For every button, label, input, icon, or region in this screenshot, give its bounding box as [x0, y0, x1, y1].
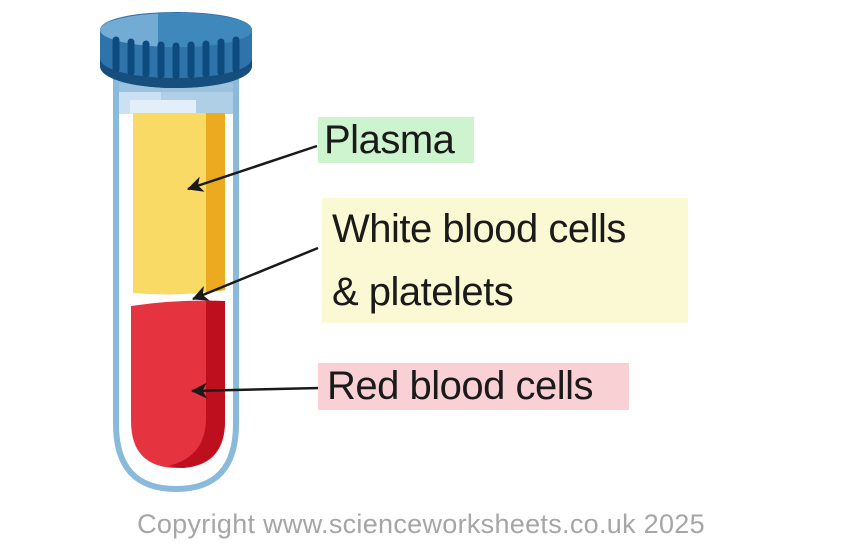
cap-top — [158, 13, 252, 47]
cap-rim-shadow — [100, 58, 252, 88]
red-cells-layer — [131, 300, 225, 468]
plasma-layer-shade — [206, 113, 225, 292]
cap-ridges — [112, 36, 240, 80]
label-plasma: Plasma — [318, 117, 474, 163]
label-white-blood-cells-platelets: White blood cells & platelets — [322, 198, 688, 323]
test-tube — [100, 12, 252, 492]
red-cells-layer-shade — [168, 301, 225, 468]
label-red-blood-cells: Red blood cells — [318, 363, 629, 410]
tube-contents — [131, 113, 225, 468]
pointer-arrows — [187, 144, 321, 399]
neck-reflection — [130, 100, 196, 114]
copyright-text: Copyright www.scienceworksheets.co.uk 20… — [137, 509, 705, 539]
tube-cap — [100, 12, 252, 88]
arrow-to-red-cells — [191, 382, 321, 399]
arrow-to-buffy-coat — [192, 246, 319, 301]
plasma-layer — [133, 113, 225, 295]
arrow-to-plasma — [187, 144, 318, 192]
